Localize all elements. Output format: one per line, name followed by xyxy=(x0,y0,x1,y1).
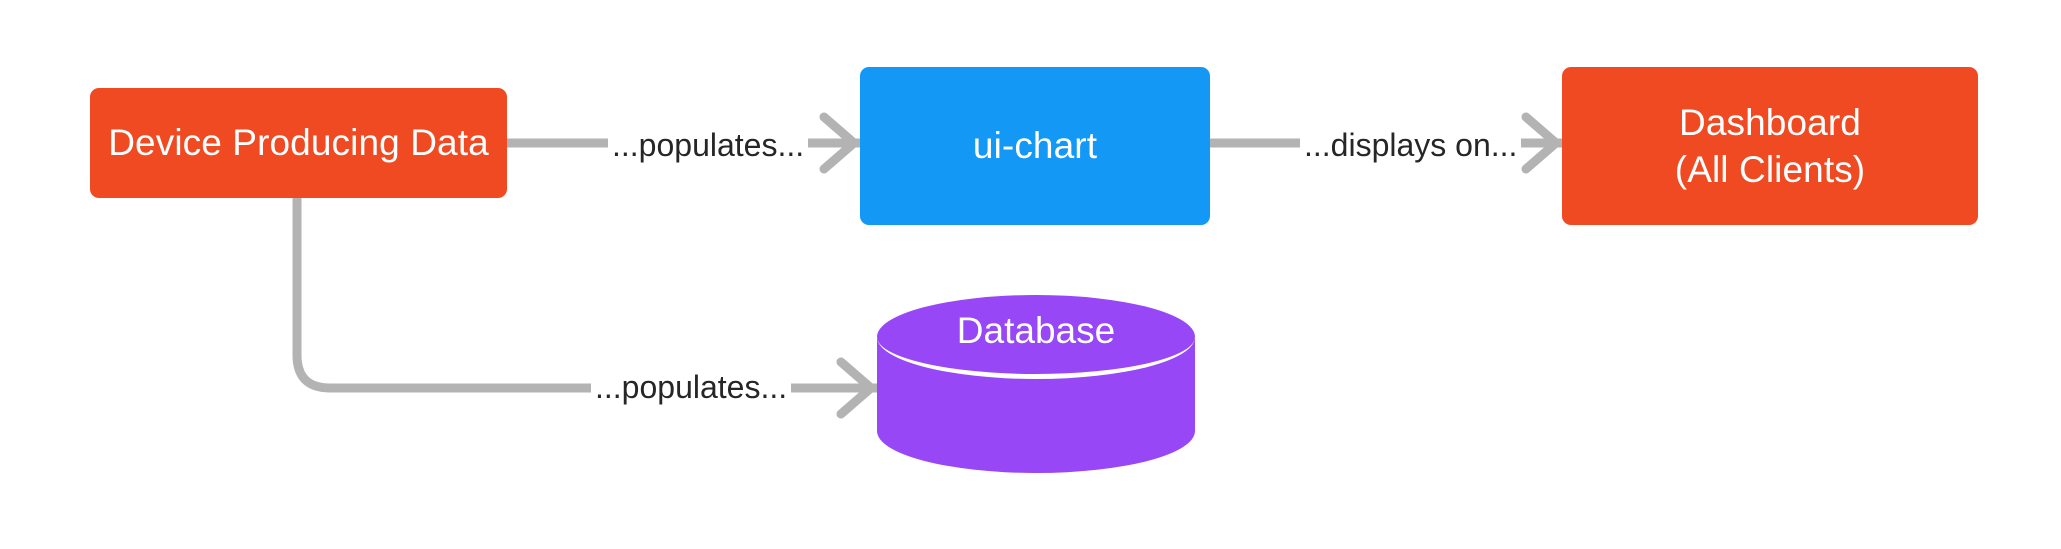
cylinder-top-ellipse xyxy=(877,295,1195,379)
node-ui-chart[interactable]: ui-chart xyxy=(860,67,1210,225)
node-label: ui-chart xyxy=(972,125,1098,167)
node-device-producing-data[interactable]: Device Producing Data xyxy=(90,88,507,198)
arrowhead-icon xyxy=(836,357,876,419)
edge-label-uichart-to-dashboard: ...displays on... xyxy=(1300,129,1522,161)
node-dashboard[interactable]: Dashboard (All Clients) xyxy=(1562,67,1978,225)
node-label: Database xyxy=(956,310,1116,351)
edge-label-device-to-uichart: ...populates... xyxy=(608,129,809,161)
arrowhead-icon xyxy=(819,112,859,174)
node-label: Dashboard (All Clients) xyxy=(1674,101,1866,190)
edge-label-device-to-database: ...populates... xyxy=(591,371,792,403)
node-database[interactable]: Database xyxy=(877,295,1195,473)
node-label: Device Producing Data xyxy=(108,122,489,164)
edge-device-to-database xyxy=(292,193,882,419)
arrowhead-icon xyxy=(1521,112,1561,174)
